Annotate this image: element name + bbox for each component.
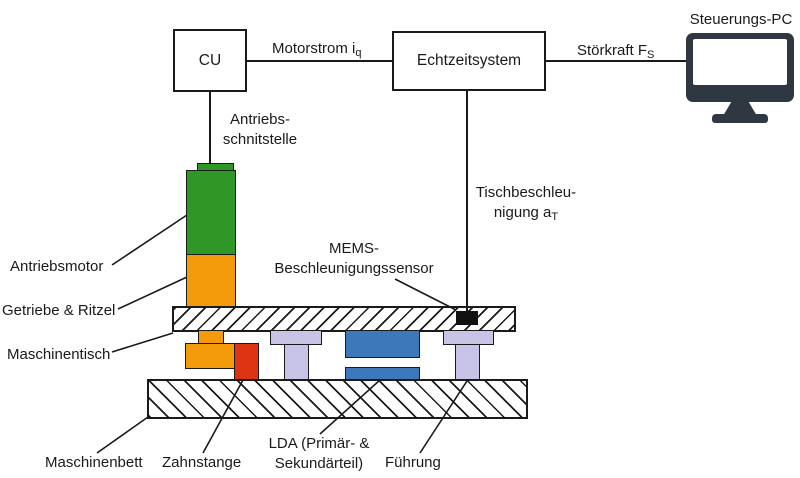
gear-pinion-label: Getriebe & Ritzel bbox=[2, 302, 116, 319]
guide-left-cap-block bbox=[270, 330, 322, 345]
cu-box: CU bbox=[173, 29, 247, 92]
leader-drive-motor bbox=[111, 214, 188, 266]
drive-motor-block bbox=[186, 170, 236, 256]
realtime-system-label: Echtzeitsystem bbox=[416, 52, 522, 69]
monitor-base bbox=[712, 114, 768, 123]
machine-bed-label: Maschinenbett bbox=[45, 454, 143, 471]
monitor-stand bbox=[723, 101, 757, 116]
drive-interface-label: Antriebs- schnitstelle bbox=[222, 111, 298, 148]
leader-lda bbox=[319, 379, 381, 435]
guide-right-stem-block bbox=[455, 344, 480, 380]
monitor-icon bbox=[686, 33, 796, 123]
leader-guide bbox=[419, 380, 468, 454]
motor-current-label: Motorstrom iq bbox=[272, 40, 362, 59]
mems-sensor-block bbox=[456, 311, 478, 325]
table-acceleration-label: Tischbeschleu- nigung aT bbox=[475, 184, 577, 223]
leader-machine-bed bbox=[96, 416, 149, 454]
pc-title: Steuerungs-PC bbox=[689, 11, 793, 28]
lda-label: LDA (Primär- & Sekundärteil) bbox=[268, 435, 370, 472]
drive-motor-label: Antriebsmotor bbox=[10, 258, 104, 275]
cu-box-label: CU bbox=[198, 51, 222, 69]
gear-block bbox=[186, 254, 236, 307]
realtime-system-box: Echtzeitsystem bbox=[392, 31, 546, 91]
monitor-screen bbox=[693, 39, 787, 85]
leader-rack bbox=[202, 379, 244, 454]
lda-secondary-block bbox=[345, 367, 420, 380]
pinion-block bbox=[185, 343, 235, 369]
leader-gear-pinion bbox=[117, 276, 188, 310]
gear-neck-block bbox=[198, 330, 224, 344]
guide-right-cap-block bbox=[443, 330, 494, 345]
machine-table-label: Maschinentisch bbox=[7, 346, 111, 363]
leader-machine-table bbox=[111, 332, 174, 353]
rack-block bbox=[234, 343, 259, 380]
leader-mems-sensor bbox=[394, 278, 457, 311]
lda-primary-block bbox=[345, 330, 420, 358]
guide-label: Führung bbox=[385, 454, 441, 471]
rack-label: Zahnstange bbox=[162, 454, 242, 471]
mems-sensor-label: MEMS- Beschleunigungssensor bbox=[274, 240, 434, 277]
disturbance-force-label: Störkraft FS bbox=[577, 42, 655, 61]
guide-left-stem-block bbox=[284, 344, 309, 380]
